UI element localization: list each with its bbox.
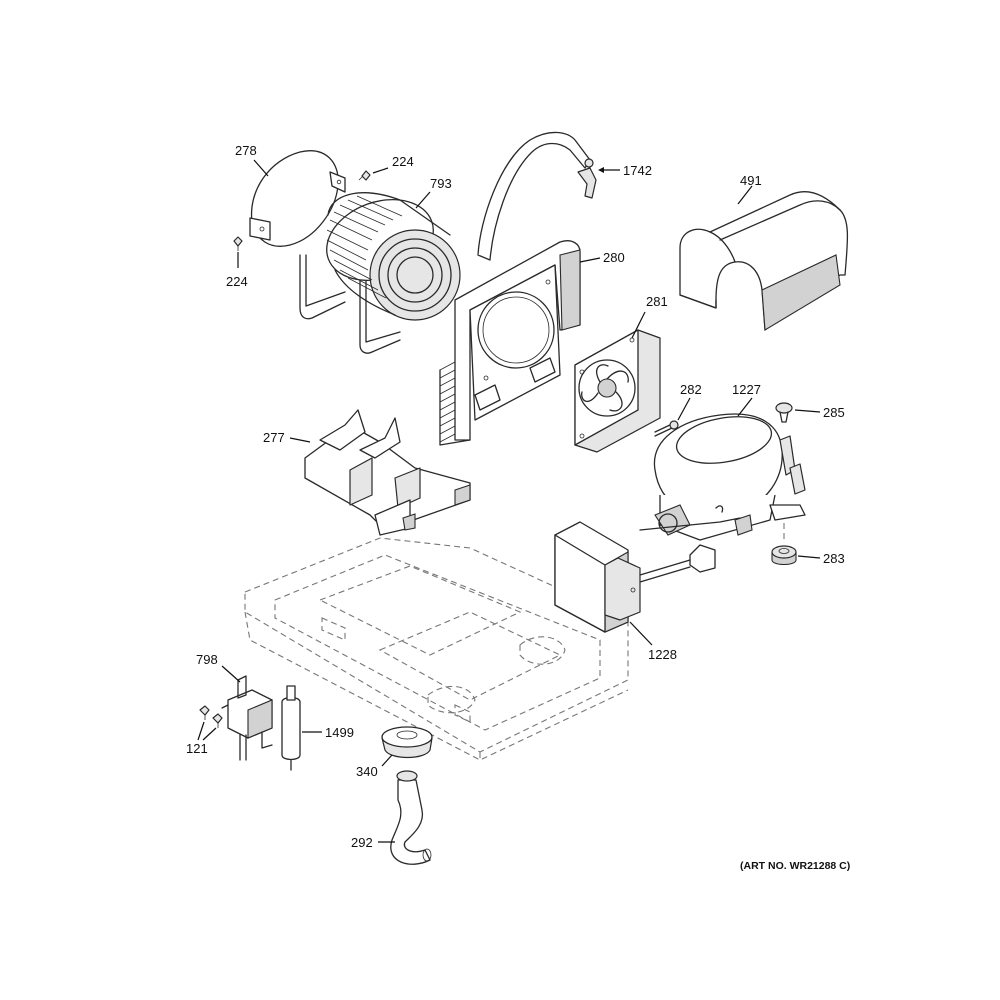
part-283-rubber-foot (771, 523, 797, 566)
part-292-drain-hose (390, 770, 432, 865)
label-292: 292 (351, 835, 373, 850)
base-pan-outline (244, 537, 629, 761)
label-277: 277 (263, 430, 285, 445)
part-277-mounting-bracket (304, 409, 471, 536)
part-793-condenser-coil (299, 192, 461, 354)
part-278-cover-disc (249, 150, 346, 247)
label-793: 793 (430, 176, 452, 191)
part-1228-electrical-box (554, 521, 691, 633)
label-798: 798 (196, 652, 218, 667)
label-224-lower: 224 (226, 274, 248, 289)
label-278: 278 (235, 143, 257, 158)
leader-lines (197, 159, 821, 843)
label-121: 121 (186, 741, 208, 756)
label-280: 280 (603, 250, 625, 265)
part-281-condenser-fan (574, 329, 661, 453)
label-1742: 1742 (623, 163, 652, 178)
part-1499-filter-drier (281, 685, 301, 771)
label-1499: 1499 (325, 725, 354, 740)
part-280-fan-shroud (439, 240, 581, 446)
part-224-screw-upper (358, 170, 371, 181)
label-340: 340 (356, 764, 378, 779)
part-1227-compressor (639, 413, 806, 573)
part-282-screw (654, 420, 679, 437)
label-224-upper: 224 (392, 154, 414, 169)
part-1742-strap-clip (477, 131, 597, 261)
part-121-screws (199, 705, 223, 728)
label-1228: 1228 (648, 647, 677, 662)
part-340-drain-cup (381, 726, 433, 759)
label-491: 491 (740, 173, 762, 188)
part-798-valve (221, 675, 273, 761)
label-282: 282 (680, 382, 702, 397)
part-491-compressor-cover (679, 191, 849, 331)
part-224-screw-lower (233, 236, 243, 251)
label-285: 285 (823, 405, 845, 420)
label-281: 281 (646, 294, 668, 309)
part-285-grommet (775, 402, 793, 423)
art-number: (ART NO. WR21288 C) (740, 860, 850, 872)
label-283: 283 (823, 551, 845, 566)
label-1227: 1227 (732, 382, 761, 397)
